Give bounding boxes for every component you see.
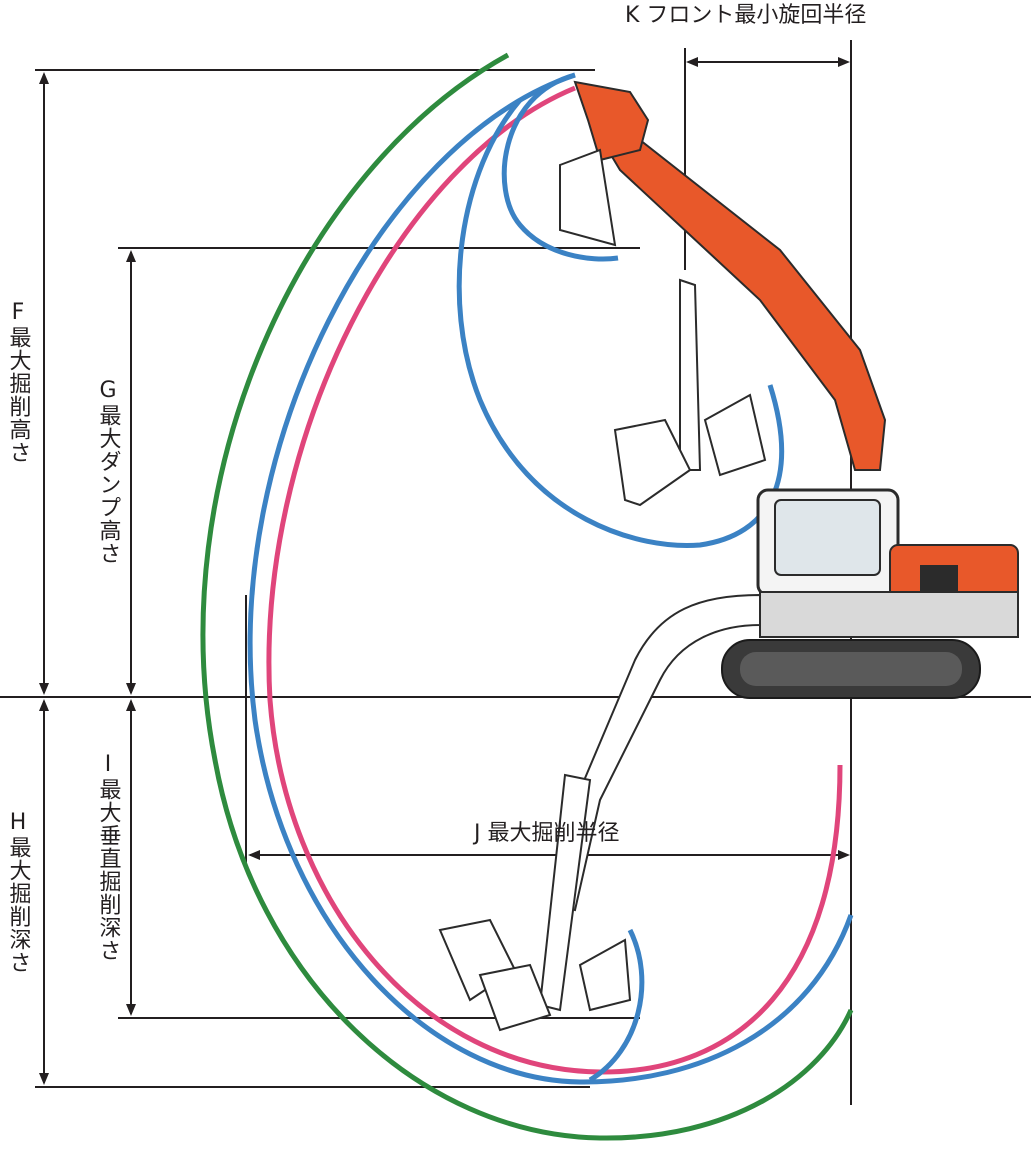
f-label: F最大掘削高さ xyxy=(6,300,32,464)
i-dimension xyxy=(118,699,640,1019)
j-label: J 最大掘削半径 xyxy=(472,821,619,846)
cab-window xyxy=(774,499,881,576)
excavator-raised xyxy=(559,80,1019,699)
bucket-top xyxy=(573,80,650,162)
mid-arm-outline xyxy=(679,278,702,471)
track-inner xyxy=(740,652,962,686)
k-dimension xyxy=(686,57,850,67)
g-dimension xyxy=(118,247,640,695)
upper-bucket-outline xyxy=(559,148,617,247)
pink-envelope-curve xyxy=(266,85,843,1075)
f-dimension xyxy=(35,69,595,695)
upper-frame xyxy=(759,591,1019,638)
g-label: G最大ダンプ高さ xyxy=(96,378,122,565)
mid-bucket-outline xyxy=(613,418,692,507)
h-dimension xyxy=(35,699,590,1088)
blue-envelope-curve xyxy=(247,72,854,1085)
k-label: K フロント最小旋回半径 xyxy=(625,3,866,28)
excavator-lowered-outline xyxy=(438,593,761,1032)
green-envelope-curve xyxy=(200,52,854,1141)
boom xyxy=(587,117,887,471)
h-label: H最大掘削深さ xyxy=(6,810,32,974)
lowered-boom xyxy=(553,593,761,912)
lowered-bucket-2 xyxy=(478,963,552,1032)
j-dimension xyxy=(245,595,850,866)
upper-bucket-curl-loop xyxy=(501,72,619,262)
mid-bucket-outline-2 xyxy=(703,393,767,477)
lower-bucket-curl-loop xyxy=(588,928,645,1083)
lowered-bucket-3 xyxy=(578,938,632,1012)
i-label: I最大垂直掘削深さ xyxy=(96,752,122,962)
lowered-arm xyxy=(538,773,592,1012)
